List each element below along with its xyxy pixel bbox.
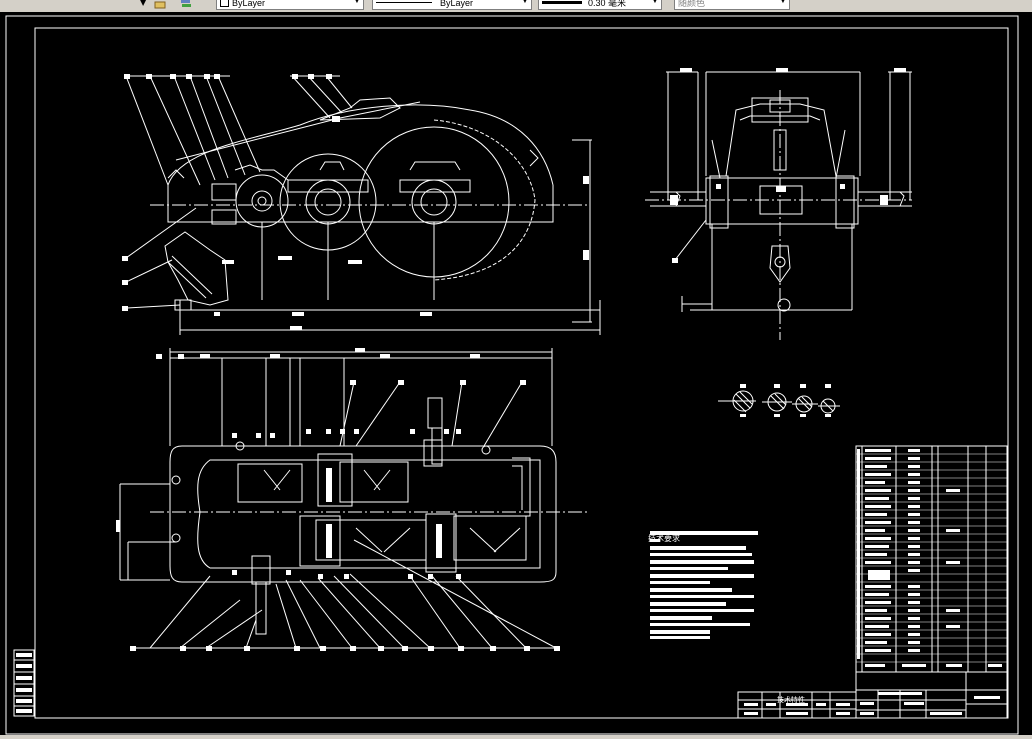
- parts-list-table: [855, 445, 1008, 673]
- lineweight-sample-icon: [542, 1, 582, 4]
- plot-style-combo-value: 随颜色: [678, 0, 706, 8]
- lineweight-combo-value: 0.30 毫米: [588, 0, 627, 8]
- layer-combo-value: ByLayer: [232, 0, 266, 8]
- linetype-combo[interactable]: ByLayer ▼: [372, 0, 532, 10]
- chevron-down-icon[interactable]: ▼: [521, 0, 529, 5]
- shaft-sections[interactable]: [718, 384, 840, 417]
- margin-stamp: [13, 649, 35, 717]
- dropdown-arrow-icon[interactable]: ▼: [140, 0, 147, 7]
- front-view[interactable]: [122, 74, 601, 335]
- side-view[interactable]: [645, 68, 912, 340]
- linetype-combo-value: ByLayer: [440, 0, 474, 8]
- drawing-border-inner: [34, 27, 1009, 719]
- chevron-down-icon[interactable]: ▼: [651, 0, 659, 5]
- tech-requirements-lines: [650, 531, 758, 639]
- layer-combo[interactable]: ByLayer ▼: [216, 0, 364, 10]
- drawing-border-outer: [5, 15, 1019, 735]
- tech-requirements-title: 技术要求: [648, 534, 680, 543]
- layers-stack-icon[interactable]: [180, 0, 192, 9]
- lineweight-combo[interactable]: 0.30 毫米 ▼: [538, 0, 662, 10]
- color-swatch-icon: [220, 0, 229, 7]
- drawing-canvas[interactable]: 技术要求 技术特性: [0, 12, 1032, 739]
- layer-state-icon[interactable]: [154, 0, 166, 9]
- chevron-down-icon[interactable]: ▼: [353, 0, 361, 5]
- status-strip: [0, 735, 1032, 739]
- plot-style-combo[interactable]: 随颜色 ▼: [674, 0, 790, 10]
- chevron-down-icon[interactable]: ▼: [779, 0, 787, 5]
- tech-params-title: 技术特性: [777, 696, 805, 704]
- top-view[interactable]: [116, 348, 590, 651]
- line-sample-icon: [376, 2, 432, 3]
- title-block: [737, 671, 1008, 719]
